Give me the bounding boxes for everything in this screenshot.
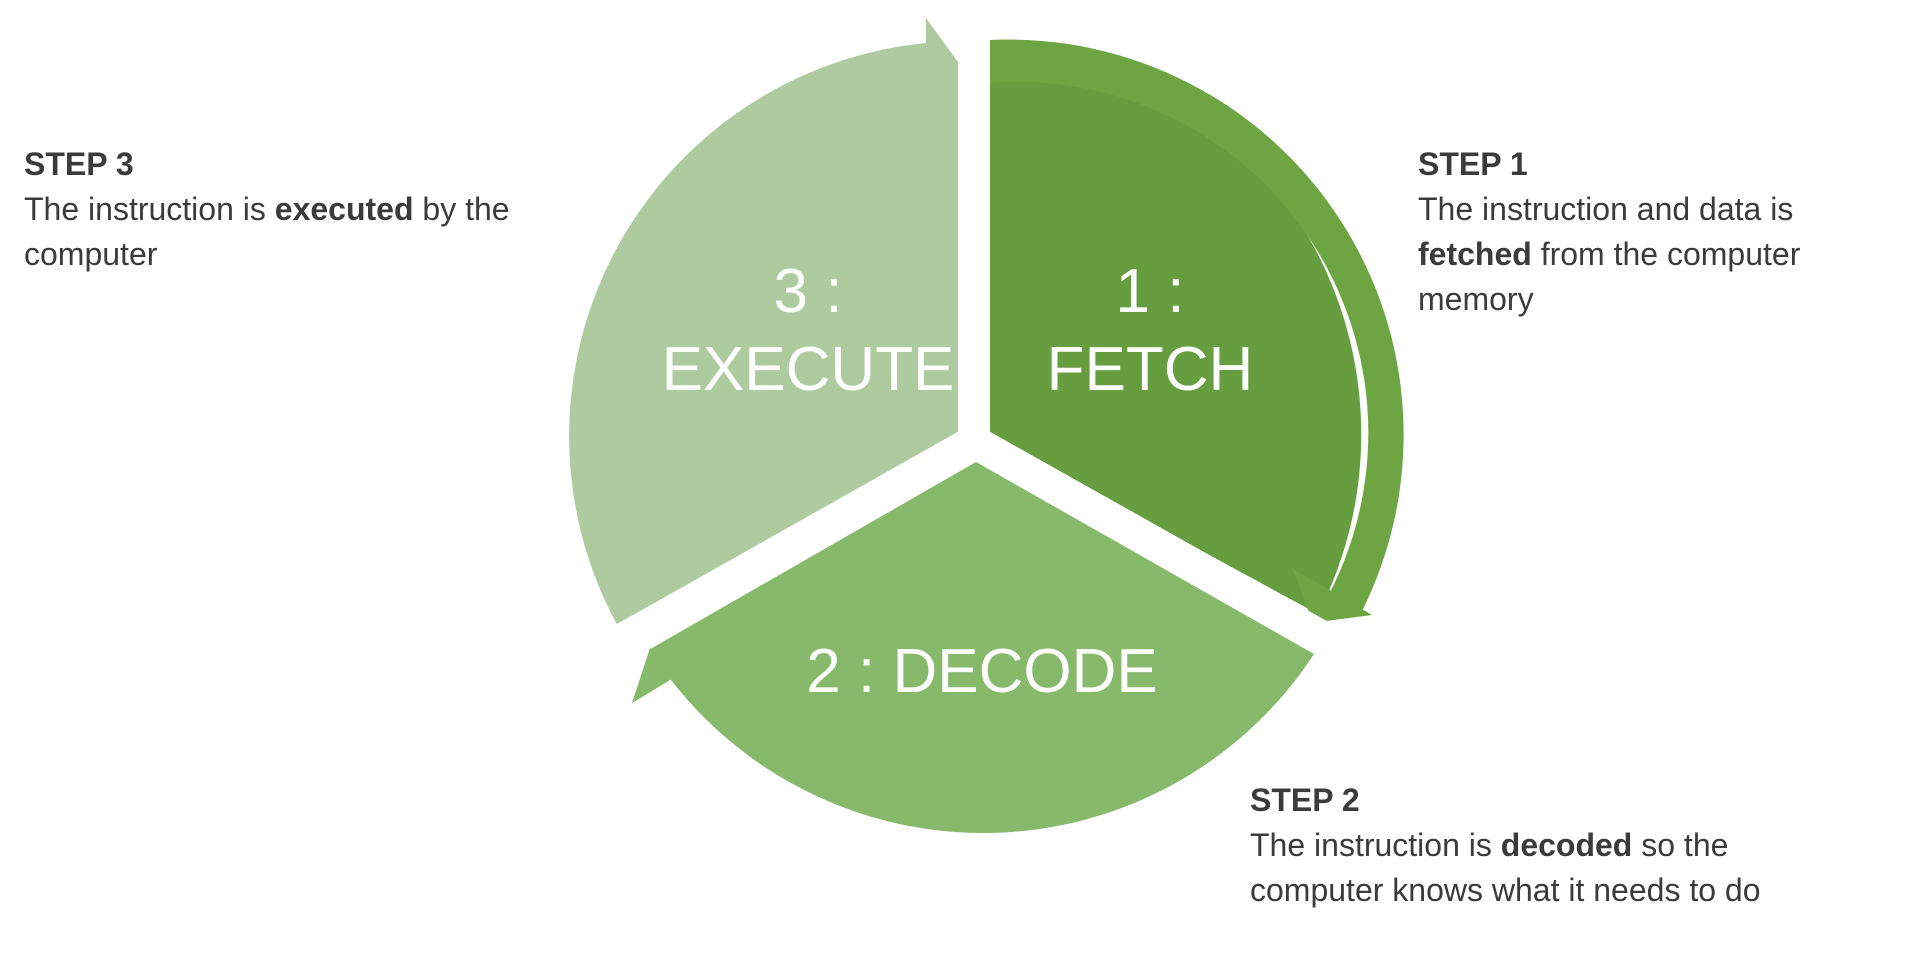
fetch-label-line1: 1 : [1116,257,1185,326]
execute-label-line2: EXECUTE [662,335,955,404]
step1-keyword: fetched [1418,236,1532,272]
step2-title: STEP 2 [1250,782,1360,818]
separator-right [966,426,1338,654]
fetch-label-line2: FETCH [1047,335,1254,404]
step3-keyword: executed [274,191,414,227]
step2-description: STEP 2 The instruction is decoded so the… [1250,778,1810,913]
step2-text-before: The instruction is [1250,827,1501,863]
decode-arrow-head [632,648,690,703]
decode-segment[interactable] [650,462,1314,834]
step2-text: The instruction is decoded so the comput… [1250,827,1761,908]
execute-label-line1: 3 : [774,257,843,326]
step3-text-before: The instruction is [24,191,275,227]
step3-description: STEP 3 The instruction is executed by th… [24,142,544,277]
step1-text-after: from the computer memory [1418,236,1801,317]
step1-text-before: The instruction and data is [1418,191,1794,227]
step2-text-after: so the computer knows what it needs to d… [1250,827,1761,908]
fetch-arrow-head [1292,568,1372,615]
step2-keyword: decoded [1500,827,1633,863]
decode-label: 2 : DECODE [806,637,1157,706]
execute-segment[interactable] [569,18,958,630]
separator-left [604,426,982,658]
step3-title: STEP 3 [24,146,134,182]
step3-text-after: by the computer [24,191,510,272]
step1-title: STEP 1 [1418,146,1528,182]
step3-text: The instruction is executed by the compu… [24,191,510,272]
step1-description: STEP 1 The instruction and data is fetch… [1418,142,1888,322]
step1-text: The instruction and data is fetched from… [1418,191,1800,317]
fetch-arrow-band [990,39,1404,623]
